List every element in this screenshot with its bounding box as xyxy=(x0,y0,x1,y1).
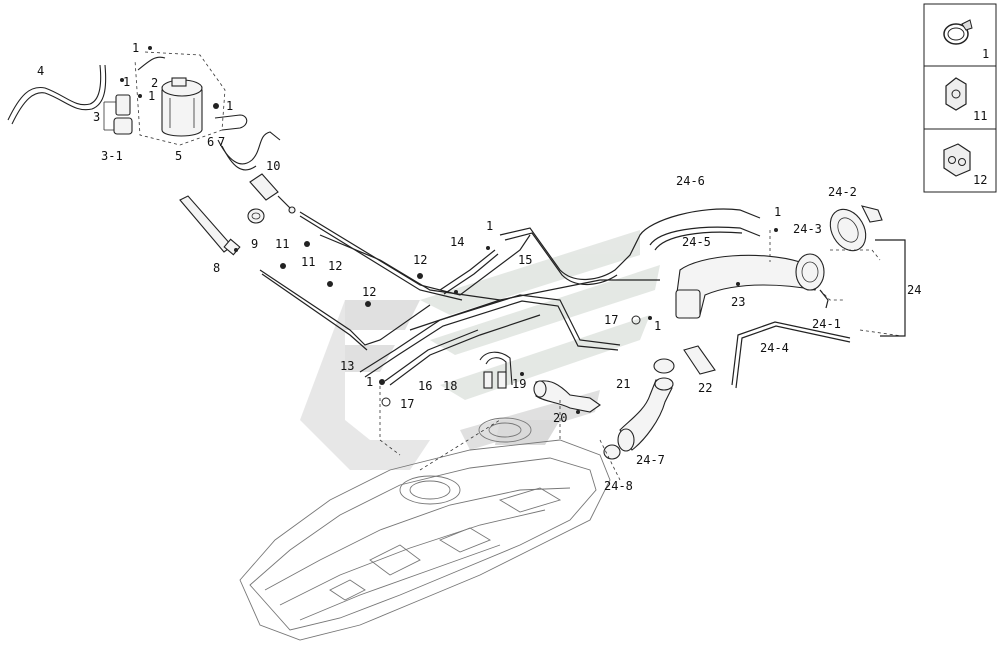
fuel-cap-24-2 xyxy=(829,205,883,252)
clamp-9 xyxy=(247,208,265,224)
callout-24-7: 24-7 xyxy=(636,453,665,467)
callout-8: 8 xyxy=(213,261,220,275)
hose-clamp-icon xyxy=(943,19,973,45)
callout-5: 5 xyxy=(175,149,182,163)
callout-1: 1 xyxy=(486,219,493,233)
callout-3-1: 3-1 xyxy=(101,149,123,163)
callout-labels: 1 2 1 1 4 3 3-1 5 1 6 7 10 8 9 11 11 12 … xyxy=(37,41,921,493)
callout-11: 11 xyxy=(301,255,315,269)
callout-1: 1 xyxy=(132,41,139,55)
solenoid-valve-3 xyxy=(103,94,133,135)
callout-2: 2 xyxy=(151,76,158,90)
callout-11: 11 xyxy=(275,237,289,251)
fuel-tank xyxy=(239,417,611,641)
charcoal-canister-5 xyxy=(161,77,203,137)
callout-6: 6 xyxy=(207,135,214,149)
callout-12: 12 xyxy=(328,259,342,273)
filler-neck-24 xyxy=(675,253,825,319)
callout-4: 4 xyxy=(37,64,44,78)
callout-1: 1 xyxy=(123,75,130,89)
callout-1: 1 xyxy=(774,205,781,219)
callout-13: 13 xyxy=(340,359,354,373)
callout-24-4: 24-4 xyxy=(760,341,789,355)
pipe-7 xyxy=(319,234,501,301)
clamp-21-top xyxy=(653,358,675,374)
callout-1: 1 xyxy=(366,375,373,389)
callout-17: 17 xyxy=(604,313,618,327)
callout-15: 15 xyxy=(518,253,532,267)
callout-10: 10 xyxy=(266,159,280,173)
callout-24-8: 24-8 xyxy=(604,479,633,493)
callout-21: 21 xyxy=(616,377,630,391)
vapor-hoses-18-19 xyxy=(479,351,513,389)
callout-24-6: 24-6 xyxy=(676,174,705,188)
hose-8 xyxy=(179,195,241,256)
clamp-24-8 xyxy=(603,444,621,460)
callout-3: 3 xyxy=(93,110,100,124)
fastener-legend: 1 11 12 xyxy=(923,3,997,193)
filler-hose-21 xyxy=(533,380,601,413)
callout-24-1: 24-1 xyxy=(812,317,841,331)
callout-22: 22 xyxy=(698,381,712,395)
fuel-pipe-bundle xyxy=(259,208,761,386)
callout-24-5: 24-5 xyxy=(682,235,711,249)
callout-24: 24 xyxy=(907,283,921,297)
callout-18: 18 xyxy=(443,379,457,393)
callout-12: 12 xyxy=(413,253,427,267)
clip-markers xyxy=(120,46,778,414)
legend-label-1: 1 xyxy=(982,47,989,61)
callout-9: 9 xyxy=(251,237,258,251)
callout-1: 1 xyxy=(148,89,155,103)
callout-20: 20 xyxy=(553,411,567,425)
bracket-22 xyxy=(683,345,716,375)
callout-12: 12 xyxy=(362,285,376,299)
callout-16: 16 xyxy=(418,379,432,393)
callout-24-3: 24-3 xyxy=(793,222,822,236)
legend-label-11: 11 xyxy=(973,109,987,123)
breather-hose-4 xyxy=(7,64,107,125)
callout-19: 19 xyxy=(512,377,526,391)
callout-23: 23 xyxy=(731,295,745,309)
legend-label-12: 12 xyxy=(973,173,987,187)
double-clip-icon xyxy=(943,143,971,177)
filler-hose-24-7 xyxy=(617,377,674,452)
hose-10 xyxy=(249,173,296,214)
callout-14: 14 xyxy=(450,235,464,249)
callout-1: 1 xyxy=(654,319,661,333)
callout-17: 17 xyxy=(400,397,414,411)
breather-tube-24-4 xyxy=(731,321,851,389)
callout-24-2: 24-2 xyxy=(828,185,857,199)
pipe-clip-icon xyxy=(945,77,967,111)
callout-7: 7 xyxy=(218,135,225,149)
callout-1: 1 xyxy=(226,99,233,113)
